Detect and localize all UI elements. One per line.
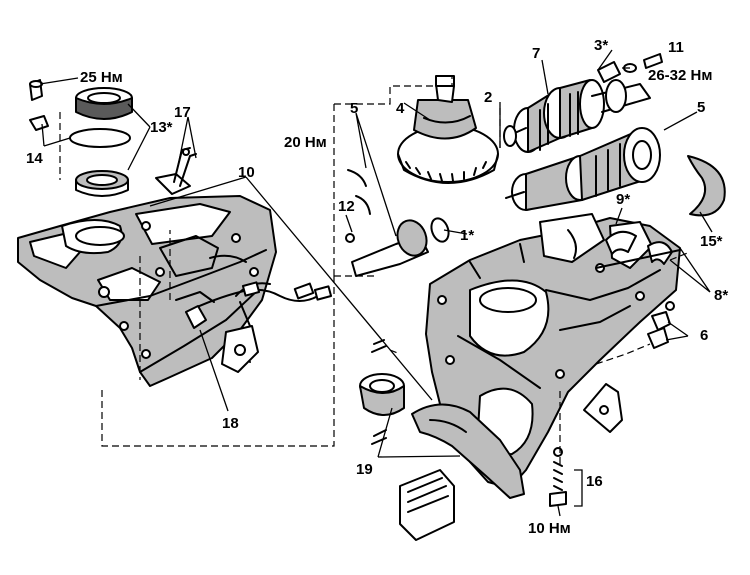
callout-5-right: 5: [697, 99, 705, 116]
shift-forks: [595, 230, 681, 269]
mounting-bracket: [583, 383, 623, 433]
callout-7: 7: [532, 45, 540, 62]
oil-deflector: [687, 155, 726, 217]
callout-14: 14: [26, 150, 43, 167]
release-fork: [411, 403, 525, 499]
callout-15: 15*: [700, 233, 723, 250]
input-shaft: [503, 79, 651, 153]
callout-10: 10: [238, 164, 255, 181]
callout-12: 12: [338, 198, 355, 215]
callout-9: 9*: [616, 191, 630, 208]
callout-6: 6: [700, 327, 708, 344]
callout-11: 11: [668, 39, 684, 56]
differential-assembly: [397, 75, 499, 184]
shift-lever-upper: [155, 147, 197, 195]
callout-19: 19: [356, 461, 373, 478]
upper-housing: [17, 195, 277, 387]
bearing-assembly: [29, 79, 133, 197]
torque-26-32: 26-32 Нм: [648, 67, 712, 84]
callout-8: 8*: [714, 287, 728, 304]
leader-lines: [39, 49, 713, 517]
callout-16: 16: [586, 473, 603, 490]
assembly-lines: [59, 76, 691, 464]
callout-13: 13*: [150, 119, 173, 136]
pinion-shaft: [345, 169, 450, 277]
spring-plunger: [549, 447, 567, 507]
callout-18: 18: [222, 415, 239, 432]
callout-17: 17: [174, 104, 191, 121]
callout-4: 4: [396, 100, 405, 117]
callout-2: 2: [484, 89, 492, 106]
rubber-boot: [399, 469, 455, 541]
release-bearing: [359, 339, 405, 445]
torque-25: 25 Нм: [80, 69, 123, 86]
output-shaft: [505, 127, 661, 211]
torque-20: 20 Нм: [284, 134, 327, 151]
wiring-harness: [185, 281, 333, 373]
callout-3: 3*: [594, 37, 608, 54]
torque-10: 10 Нм: [528, 520, 571, 537]
callout-1: 1*: [460, 227, 474, 244]
callout-5-left: 5: [350, 100, 358, 117]
